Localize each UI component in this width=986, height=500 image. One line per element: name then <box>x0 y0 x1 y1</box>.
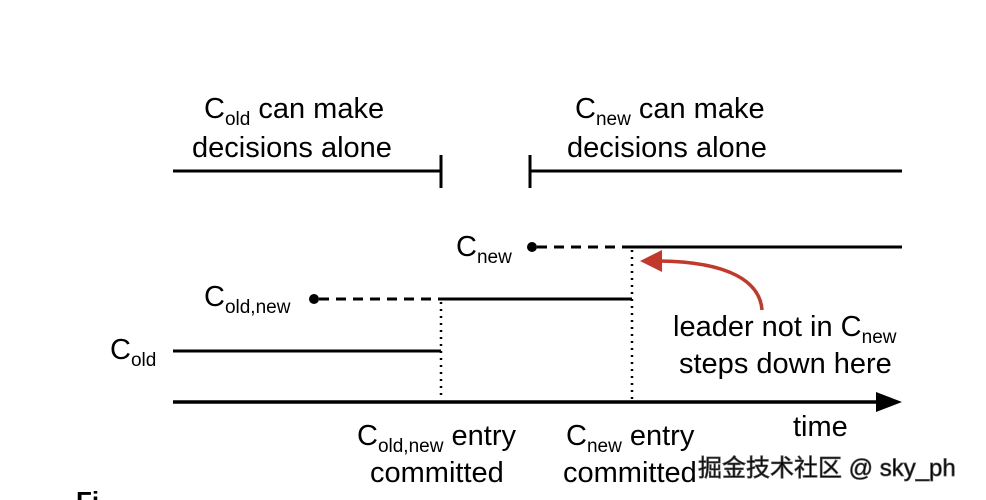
caption-fragment: Fi <box>76 486 99 500</box>
cnew-commit-label-line1: Cnew entry <box>566 420 695 457</box>
coldnew-commit-label-line2: committed <box>370 457 504 489</box>
cnew-commit-label-line2: committed <box>563 457 697 489</box>
old-alone-label-line1: Cold can make <box>204 93 384 130</box>
cnew-start-dot <box>527 242 537 252</box>
cnew-row-label: Cnew <box>456 231 512 268</box>
leader-annotation-line1: leader not in Cnew <box>673 311 897 348</box>
leader-annotation-line2: steps down here <box>679 348 892 380</box>
coldnew-start-dot <box>309 294 319 304</box>
step-down-arrow-head <box>640 250 662 272</box>
watermark-text: 掘金技术社区 @ sky_ph <box>698 455 956 482</box>
coldnew-commit-label-line1: Cold,new entry <box>357 420 516 457</box>
coldnew-row-label: Cold,new <box>204 281 291 318</box>
time-axis-arrowhead <box>876 392 902 412</box>
time-axis-label: time <box>793 411 848 443</box>
new-alone-label-line2: decisions alone <box>567 132 767 164</box>
old-alone-label-line2: decisions alone <box>192 132 392 164</box>
step-down-arrow-curve <box>659 259 764 311</box>
new-alone-label-line1: Cnew can make <box>575 93 765 130</box>
cold-row-label: Cold <box>110 334 156 371</box>
